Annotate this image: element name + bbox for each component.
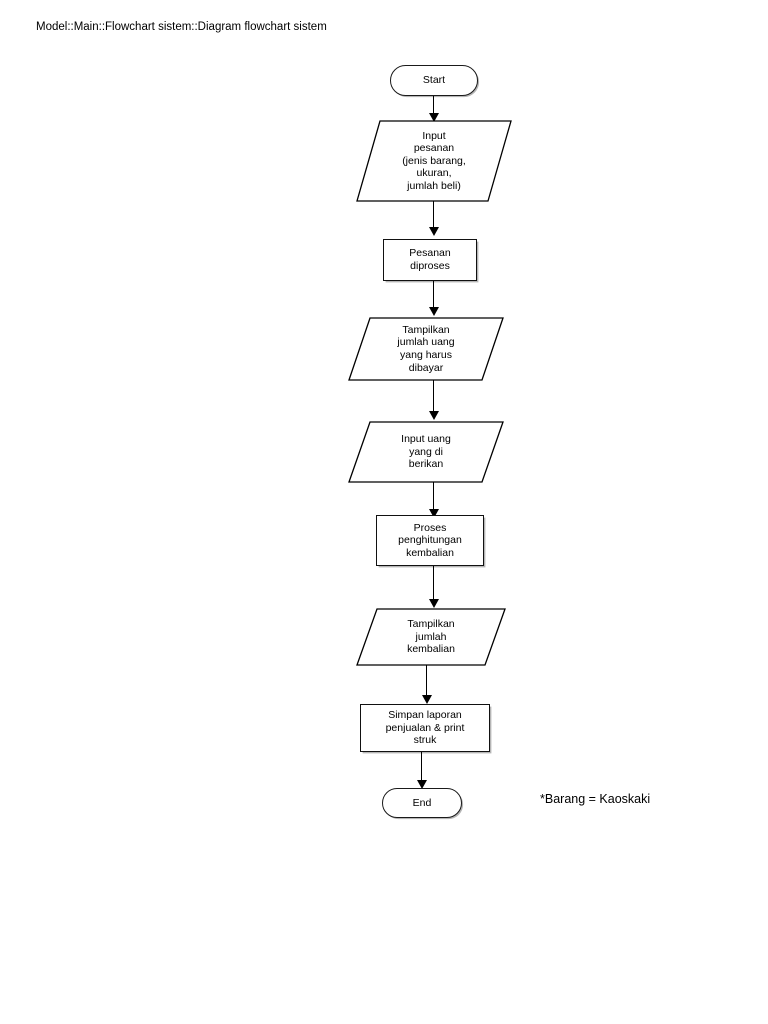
node-simpan-laporan[interactable]: Simpan laporan penjualan & print struk: [360, 704, 490, 752]
arrowhead-pesanan-diproses: [429, 227, 439, 236]
line: berikan: [408, 458, 444, 471]
edge-input-uang-to-proses-penghitungan: [433, 482, 435, 509]
arrowhead-proses-penghitungan: [429, 509, 439, 518]
line: jumlah beli): [407, 179, 461, 192]
arrowhead-input-uang: [429, 411, 439, 420]
parallelogram-shape: [348, 421, 504, 483]
node-input-pesanan-label: Input pesanan (jenis barang, ukuran, jum…: [392, 130, 476, 193]
node-input-uang[interactable]: Input uang yang di berikan: [348, 421, 504, 483]
node-pesanan-diproses-label: Pesanan diproses: [409, 247, 450, 272]
arrowhead-simpan-laporan: [422, 695, 432, 704]
node-input-pesanan[interactable]: Input pesanan (jenis barang, ukuran, jum…: [356, 120, 512, 202]
node-tampilkan-kembalian[interactable]: Tampilkan jumlah kembalian: [356, 608, 506, 666]
line: yang di: [409, 445, 443, 458]
line: pesanan: [413, 142, 455, 155]
line: penghitungan: [398, 534, 462, 547]
line: kembalian: [406, 546, 454, 559]
line: struk: [413, 734, 437, 747]
arrowhead-tampilkan-kembalian: [429, 599, 439, 608]
line: jumlah uang: [397, 336, 455, 349]
line: Input uang: [401, 433, 451, 446]
edge-start-to-input-pesanan: [433, 96, 435, 115]
line: Tampilkan: [407, 618, 455, 631]
line: Proses: [413, 521, 447, 534]
node-proses-penghitungan-label: Proses penghitungan kembalian: [398, 522, 462, 560]
node-proses-penghitungan[interactable]: Proses penghitungan kembalian: [376, 515, 484, 566]
node-start[interactable]: Start: [390, 65, 478, 96]
node-start-label: Start: [422, 74, 446, 87]
node-end-label: End: [412, 796, 432, 809]
line: Pesanan: [409, 247, 451, 260]
node-tampilkan-jumlah-uang[interactable]: Tampilkan jumlah uang yang harus dibayar: [348, 317, 504, 381]
line: penjualan & print: [385, 721, 465, 734]
line: jumlah: [415, 630, 447, 643]
node-pesanan-diproses[interactable]: Pesanan diproses: [383, 239, 477, 281]
edge-simpan-laporan-to-end: [421, 752, 423, 780]
node-end[interactable]: End: [382, 788, 462, 818]
parallelogram-shape: [356, 608, 506, 666]
line: Input: [422, 129, 446, 142]
node-tampilkan-kembalian-label: Tampilkan jumlah kembalian: [397, 618, 465, 656]
line: (jenis barang,: [402, 154, 466, 167]
line: dibayar: [408, 361, 444, 374]
node-tampilkan-jumlah-uang-label: Tampilkan jumlah uang yang harus dibayar: [387, 324, 464, 374]
diagram-title: Model::Main::Flowchart sistem::Diagram f…: [36, 21, 327, 33]
line: Tampilkan: [402, 323, 450, 336]
line: kembalian: [407, 643, 455, 656]
arrowhead-end: [417, 780, 427, 789]
parallelogram-shape: [348, 317, 504, 381]
edge-pesanan-diproses-to-tampilkan-uang: [433, 281, 435, 307]
node-simpan-laporan-label: Simpan laporan penjualan & print struk: [386, 709, 465, 747]
edge-tampilkan-uang-to-input-uang: [433, 380, 435, 411]
edge-proses-penghitungan-to-tampilkan-kembalian: [433, 566, 435, 599]
annotation-barang-note: *Barang = Kaoskaki: [540, 792, 651, 806]
edge-input-pesanan-to-pesanan-diproses: [433, 201, 435, 227]
edge-tampilkan-kembalian-to-simpan-laporan: [426, 665, 428, 695]
line: Simpan laporan: [388, 709, 462, 722]
line: diproses: [410, 260, 450, 272]
node-input-uang-label: Input uang yang di berikan: [391, 433, 461, 471]
line: ukuran,: [416, 167, 452, 180]
arrowhead-input-pesanan: [429, 113, 439, 122]
arrowhead-tampilkan-uang: [429, 307, 439, 316]
parallelogram-shape: [356, 120, 512, 202]
line: yang harus: [400, 349, 452, 361]
